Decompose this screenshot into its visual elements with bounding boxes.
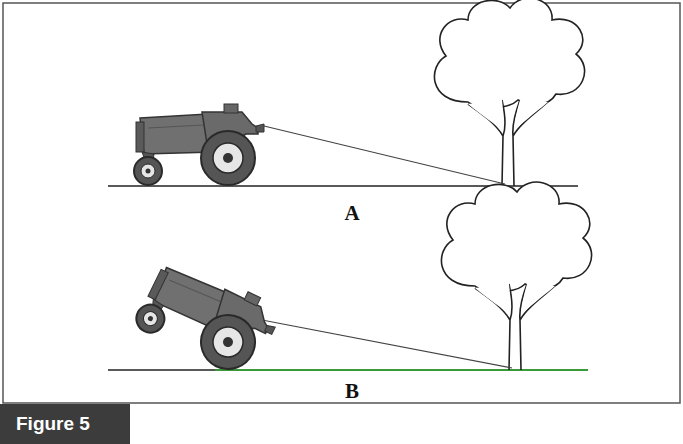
- caption-badge: Figure 5: [0, 404, 130, 444]
- panel-label: B: [345, 381, 359, 402]
- figure-caption: Figure 5: [16, 413, 90, 435]
- panel-label: A: [344, 203, 359, 224]
